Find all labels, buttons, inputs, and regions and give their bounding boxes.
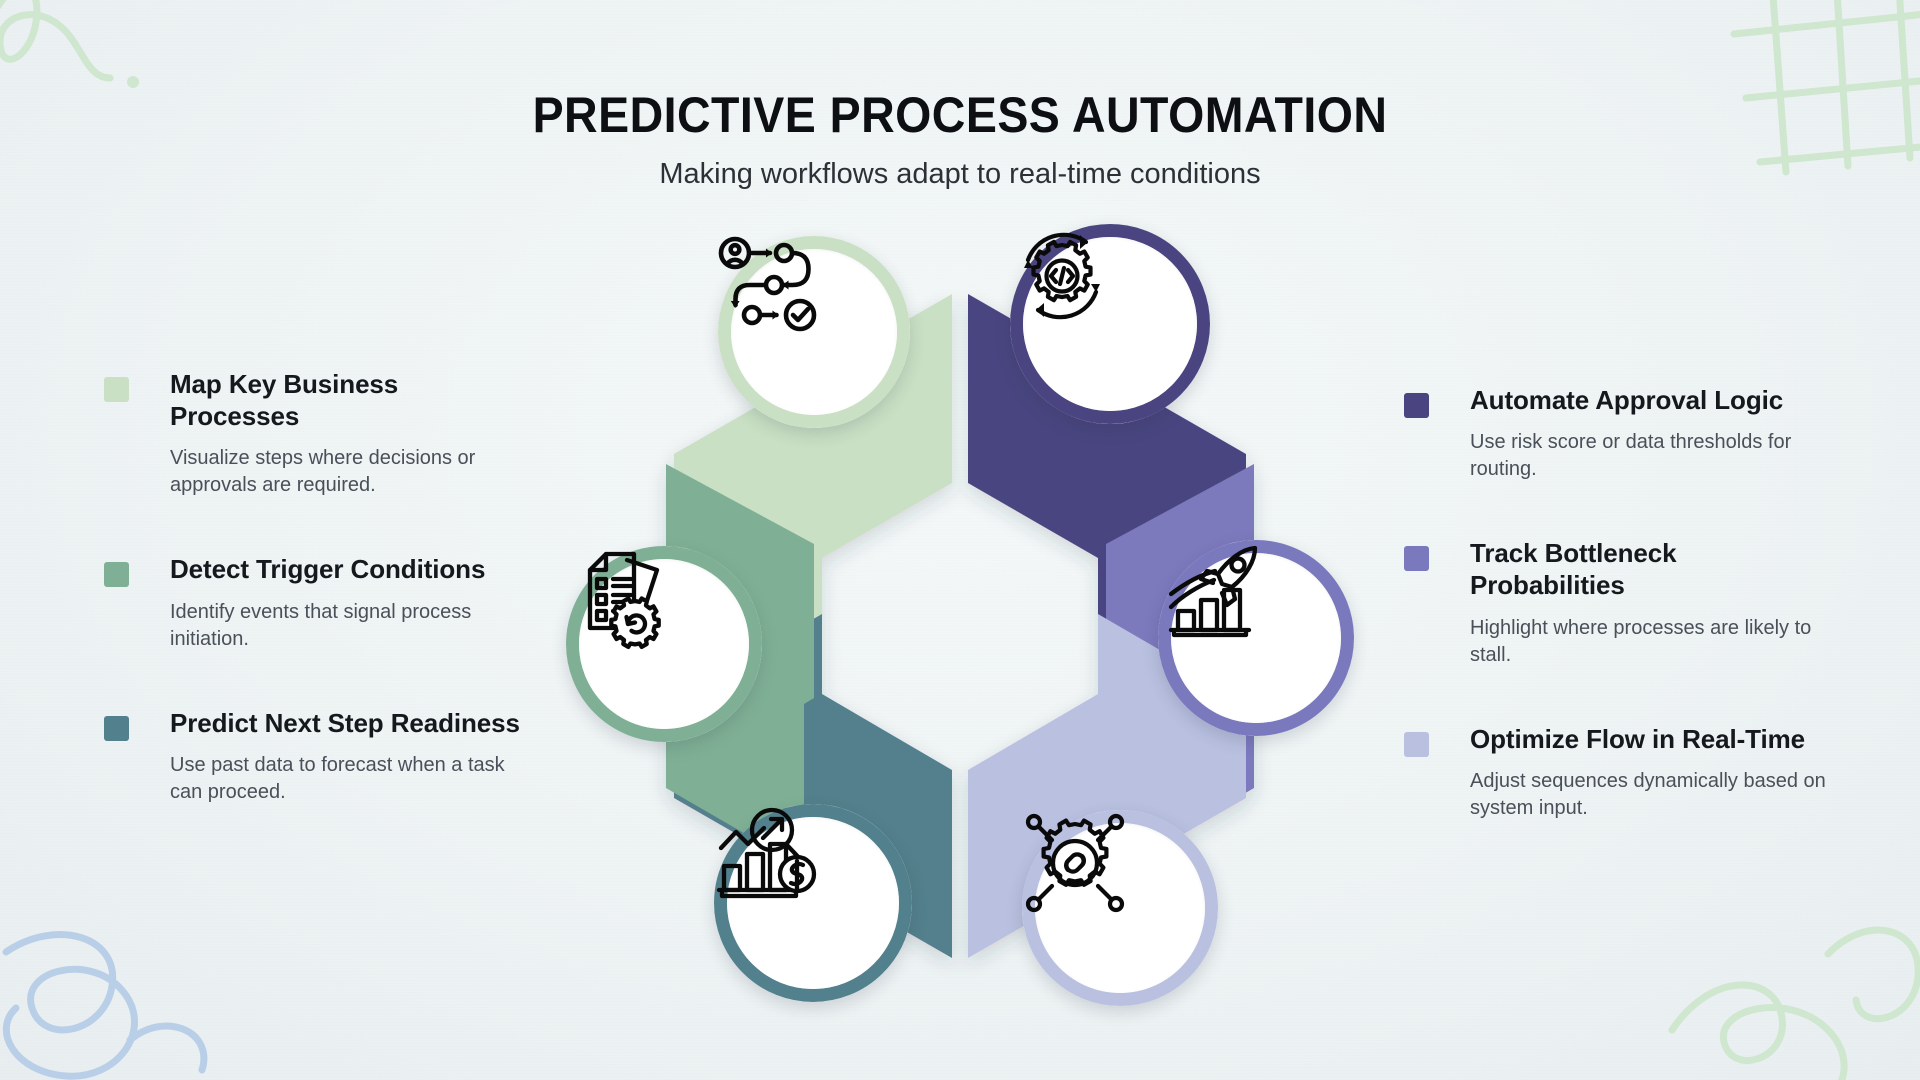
chart-magnifier-dollar-icon [716, 807, 817, 899]
item-title: Predict Next Step Readiness [170, 707, 520, 738]
left-column: Map Key Business Processes Visualize ste… [104, 368, 534, 806]
gear-link-network-icon [1025, 813, 1125, 913]
decorative-swirl-bottom-right [1668, 926, 1920, 1080]
decorative-loops-bottom-left [2, 931, 208, 1080]
item-title: Map Key Business Processes [170, 369, 399, 432]
list-item-map-key-business-processes[interactable]: Map Key Business Processes Visualize ste… [104, 368, 534, 499]
process-flow-icon [718, 236, 817, 332]
ring-badge-automate-approval-logic[interactable] [1010, 224, 1210, 424]
list-item-optimize-flow-in-real-time[interactable]: Optimize Flow in Real-Time Adjust sequen… [1404, 723, 1834, 822]
gear-code-cycle-icon [1024, 232, 1100, 320]
right-column: Automate Approval Logic Use risk score o… [1404, 384, 1834, 822]
rocket-growth-chart-icon [1168, 545, 1258, 638]
bullet-square-2 [104, 562, 129, 588]
item-title: Optimize Flow in Real-Time [1470, 723, 1805, 754]
list-item-predict-next-step-readiness[interactable]: Predict Next Step Readiness Use past dat… [104, 707, 534, 806]
ring-badge-predict-next-step-readiness[interactable] [714, 804, 912, 1002]
ring-badge-track-bottleneck-probabilities[interactable] [1158, 540, 1354, 736]
bullet-square-5 [1404, 546, 1429, 572]
page-subtitle: Making workflows adapt to real-time cond… [659, 158, 1261, 190]
hexagon-cycle-diagram [556, 224, 1364, 1066]
bullet-square-4 [1404, 393, 1429, 418]
item-description: Highlight where processes are likely to … [1470, 616, 1812, 666]
item-description: Use past data to forecast when a task ca… [170, 753, 505, 803]
item-description: Adjust sequences dynamically based on sy… [1470, 769, 1826, 819]
header: PREDICTIVE PROCESS AUTOMATION Making wor… [0, 86, 1920, 191]
list-item-track-bottleneck-probabilities[interactable]: Track Bottleneck Probabilities Highlight… [1404, 537, 1834, 668]
badge-inner [1171, 553, 1341, 723]
ring-badge-detect-trigger-conditions[interactable] [566, 546, 762, 742]
item-description: Use risk score or data thresholds for ro… [1470, 431, 1792, 481]
list-item-automate-approval-logic[interactable]: Automate Approval Logic Use risk score o… [1404, 384, 1834, 483]
list-item-detect-trigger-conditions[interactable]: Detect Trigger Conditions Identify event… [104, 553, 534, 652]
ring-badge-optimize-flow-in-real-time[interactable] [1022, 810, 1218, 1006]
document-gear-icon [587, 551, 661, 650]
item-title: Detect Trigger Conditions [170, 554, 486, 585]
page-title: PREDICTIVE PROCESS AUTOMATION [532, 87, 1388, 143]
bullet-square-1 [104, 377, 129, 402]
badge-inner [727, 817, 899, 989]
item-title: Automate Approval Logic [1470, 385, 1784, 415]
item-description: Identify events that signal process init… [170, 600, 472, 650]
item-title: Track Bottleneck Probabilities [1470, 538, 1677, 601]
bullet-square-6 [1404, 731, 1429, 757]
item-description: Visualize steps where decisions or appro… [170, 447, 476, 497]
badge-inner [731, 249, 897, 415]
bullet-square-3 [104, 715, 129, 741]
ring-badge-map-key-business-processes[interactable] [718, 236, 910, 428]
